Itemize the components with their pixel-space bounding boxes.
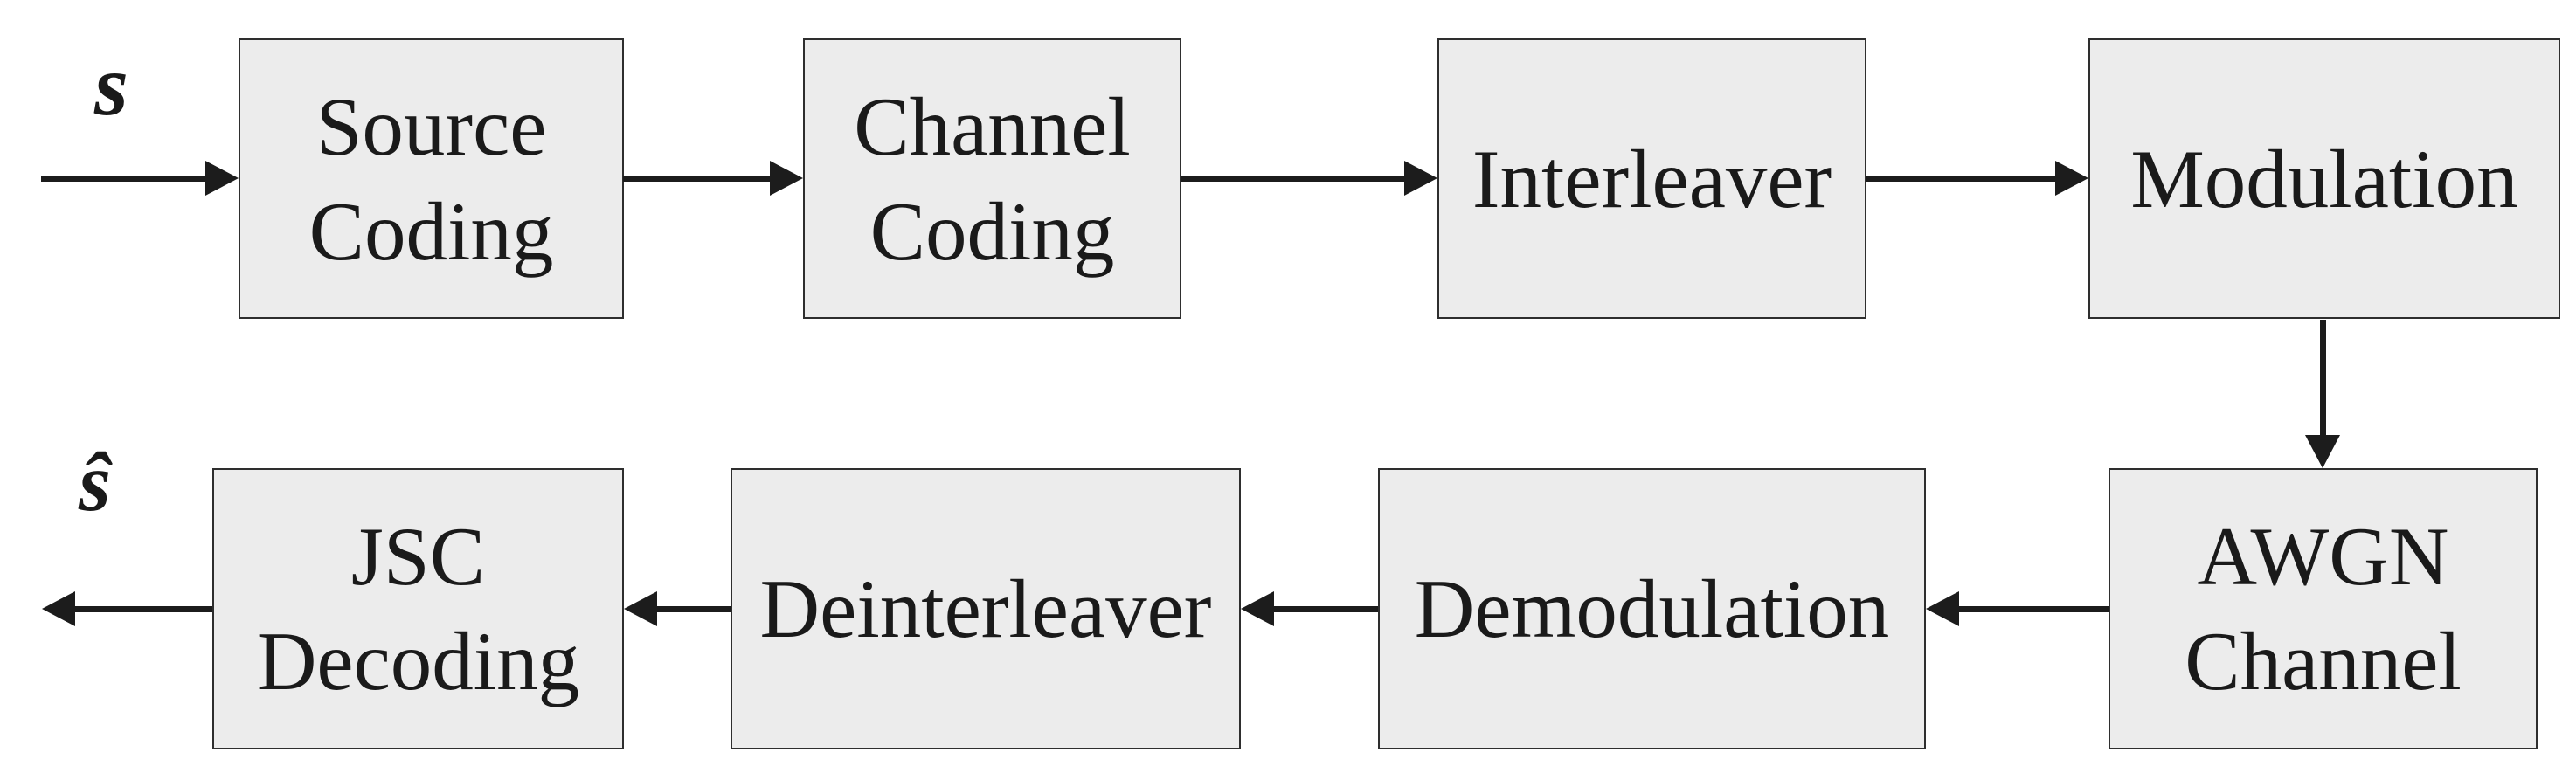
arrow-channel-coding-to-interleaver (1181, 161, 1437, 196)
arrow-head (2055, 161, 2088, 196)
arrow-head (1404, 161, 1437, 196)
arrow-shaft (1866, 176, 2057, 182)
arrow-shaft (1181, 176, 1406, 182)
block-label-line: Channel (854, 79, 1131, 173)
block-source-coding: Source Coding (239, 38, 624, 319)
arrow-head (2305, 435, 2340, 468)
arrow-shaft (623, 176, 772, 182)
arrow-head (1241, 591, 1274, 626)
output-signal-label: ŝ (79, 436, 111, 528)
input-signal-label: s (94, 37, 128, 134)
arrow-modulation-to-awgn-channel (2305, 320, 2340, 468)
block-channel-coding: Channel Coding (803, 38, 1181, 319)
arrow-shaft (41, 176, 207, 182)
block-demodulation: Demodulation (1378, 468, 1926, 749)
block-label-line: Modulation (2130, 132, 2518, 225)
block-awgn-channel: AWGN Channel (2109, 468, 2538, 749)
arrow-head (1926, 591, 1959, 626)
block-label-line: Deinterleaver (759, 562, 1212, 655)
arrow-input-to-source-coding (41, 161, 239, 196)
arrow-shaft (655, 606, 731, 612)
block-jsc-decoding: JSC Decoding (212, 468, 624, 749)
arrow-jsc-decoding-to-output (42, 591, 212, 626)
block-deinterleaver: Deinterleaver (731, 468, 1241, 749)
block-label-line: Decoding (256, 615, 580, 707)
arrow-head (770, 161, 803, 196)
block-label-line: AWGN (2197, 510, 2449, 603)
arrow-head (42, 591, 75, 626)
arrow-head (205, 161, 239, 196)
arrow-shaft (1272, 606, 1378, 612)
arrow-interleaver-to-modulation (1866, 161, 2088, 196)
block-label-line: Coding (308, 184, 554, 278)
arrow-shaft (1957, 606, 2109, 612)
block-label-line: Source (315, 79, 547, 173)
arrow-head (624, 591, 657, 626)
block-label-line: Demodulation (1414, 562, 1890, 655)
block-interleaver: Interleaver (1437, 38, 1866, 319)
arrow-demodulation-to-deinterleaver (1241, 591, 1378, 626)
block-label-line: Channel (2185, 615, 2462, 707)
arrow-awgn-channel-to-demodulation (1926, 591, 2109, 626)
arrow-source-coding-to-channel-coding (623, 161, 803, 196)
arrow-deinterleaver-to-jsc-decoding (624, 591, 731, 626)
arrow-shaft (2320, 320, 2326, 437)
block-label-line: Interleaver (1472, 132, 1832, 225)
block-label-line: Coding (869, 184, 1115, 278)
arrow-shaft (73, 606, 212, 612)
block-modulation: Modulation (2088, 38, 2560, 319)
block-label-line: JSC (350, 510, 486, 603)
